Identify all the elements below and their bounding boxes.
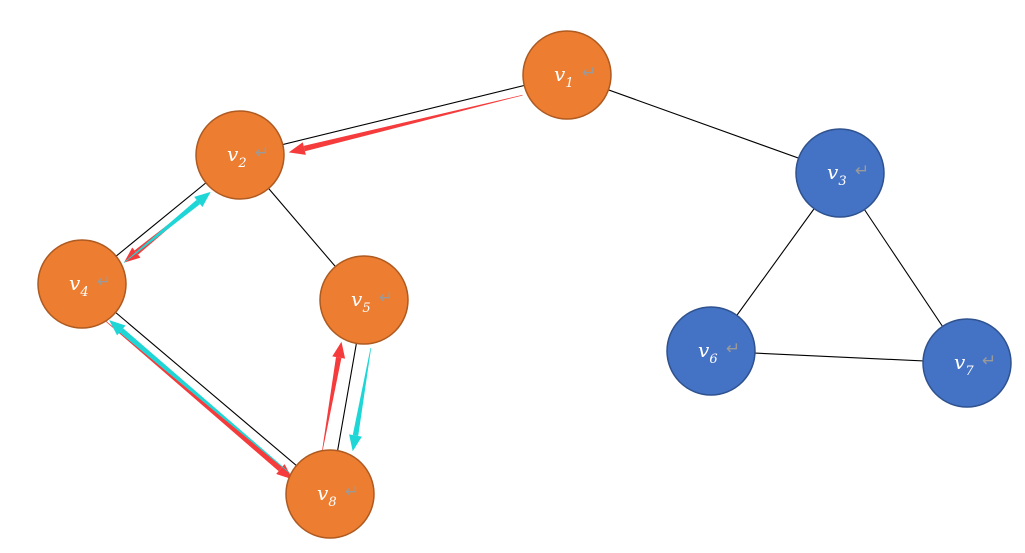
node-base: v [69, 271, 81, 295]
node-v6: v6 ↵ [666, 306, 756, 396]
node-subscript: 6 [709, 352, 717, 367]
return-mark-icon: ↵ [97, 272, 111, 292]
node-label: v5 [351, 287, 371, 316]
return-mark-icon: ↵ [582, 63, 596, 83]
node-base: v [954, 350, 966, 374]
node-subscript: 3 [838, 174, 846, 189]
node-base: v [351, 287, 363, 311]
traversal-arrows [103, 94, 523, 480]
red-arrow-v4-v8 [103, 318, 293, 480]
node-subscript: 5 [362, 301, 370, 316]
node-circle [522, 30, 612, 120]
node-subscript: 8 [328, 495, 336, 510]
cyan-arrow-v4-v2 [123, 191, 211, 263]
node-v2: v2 ↵ [195, 110, 285, 200]
node-v3: v3 ↵ [795, 128, 885, 218]
node-label: v7 [954, 350, 974, 379]
red-arrow-v1-v2 [288, 94, 523, 155]
node-circle [795, 128, 885, 218]
node-circle [37, 239, 127, 329]
node-subscript: 4 [79, 285, 88, 300]
node-subscript: 7 [965, 364, 974, 379]
node-base: v [317, 481, 329, 505]
node-label: v4 [69, 271, 89, 300]
node-circle [285, 449, 375, 539]
node-v1: v1 ↵ [522, 30, 612, 120]
node-subscript: 1 [565, 76, 573, 91]
node-label: v2 [227, 142, 247, 171]
edge-v1-v3 [566, 74, 841, 174]
return-mark-icon: ↵ [379, 288, 393, 308]
node-label: v1 [554, 62, 574, 91]
node-base: v [827, 160, 839, 184]
graph-nodes: v1↵v2↵v3↵v4↵v5↵v6↵v7↵v8↵ [37, 30, 1012, 539]
return-mark-icon: ↵ [255, 143, 269, 163]
return-mark-icon: ↵ [982, 351, 996, 371]
return-mark-icon: ↵ [726, 339, 740, 359]
node-v4: v4 ↵ [37, 239, 127, 329]
node-subscript: 2 [237, 156, 246, 171]
node-label: v8 [317, 481, 337, 510]
cyan-arrow-v8-v4 [109, 320, 291, 474]
node-circle [195, 110, 285, 200]
node-v8: v8 ↵ [285, 449, 375, 539]
edge-v4-v8 [81, 283, 331, 495]
node-v7: v7 ↵ [922, 318, 1012, 408]
node-base: v [554, 62, 566, 86]
cyan-arrow-v5-v8 [349, 347, 372, 452]
node-v5: v5 ↵ [319, 255, 409, 345]
node-label: v6 [698, 338, 718, 367]
node-base: v [227, 142, 239, 166]
return-mark-icon: ↵ [345, 482, 359, 502]
node-circle [666, 306, 756, 396]
node-base: v [698, 338, 710, 362]
node-circle [319, 255, 409, 345]
red-arrow-v8-v5 [322, 341, 346, 451]
edge-v1-v2 [239, 74, 568, 156]
return-mark-icon: ↵ [855, 161, 869, 181]
node-circle [922, 318, 1012, 408]
node-label: v3 [827, 160, 847, 189]
